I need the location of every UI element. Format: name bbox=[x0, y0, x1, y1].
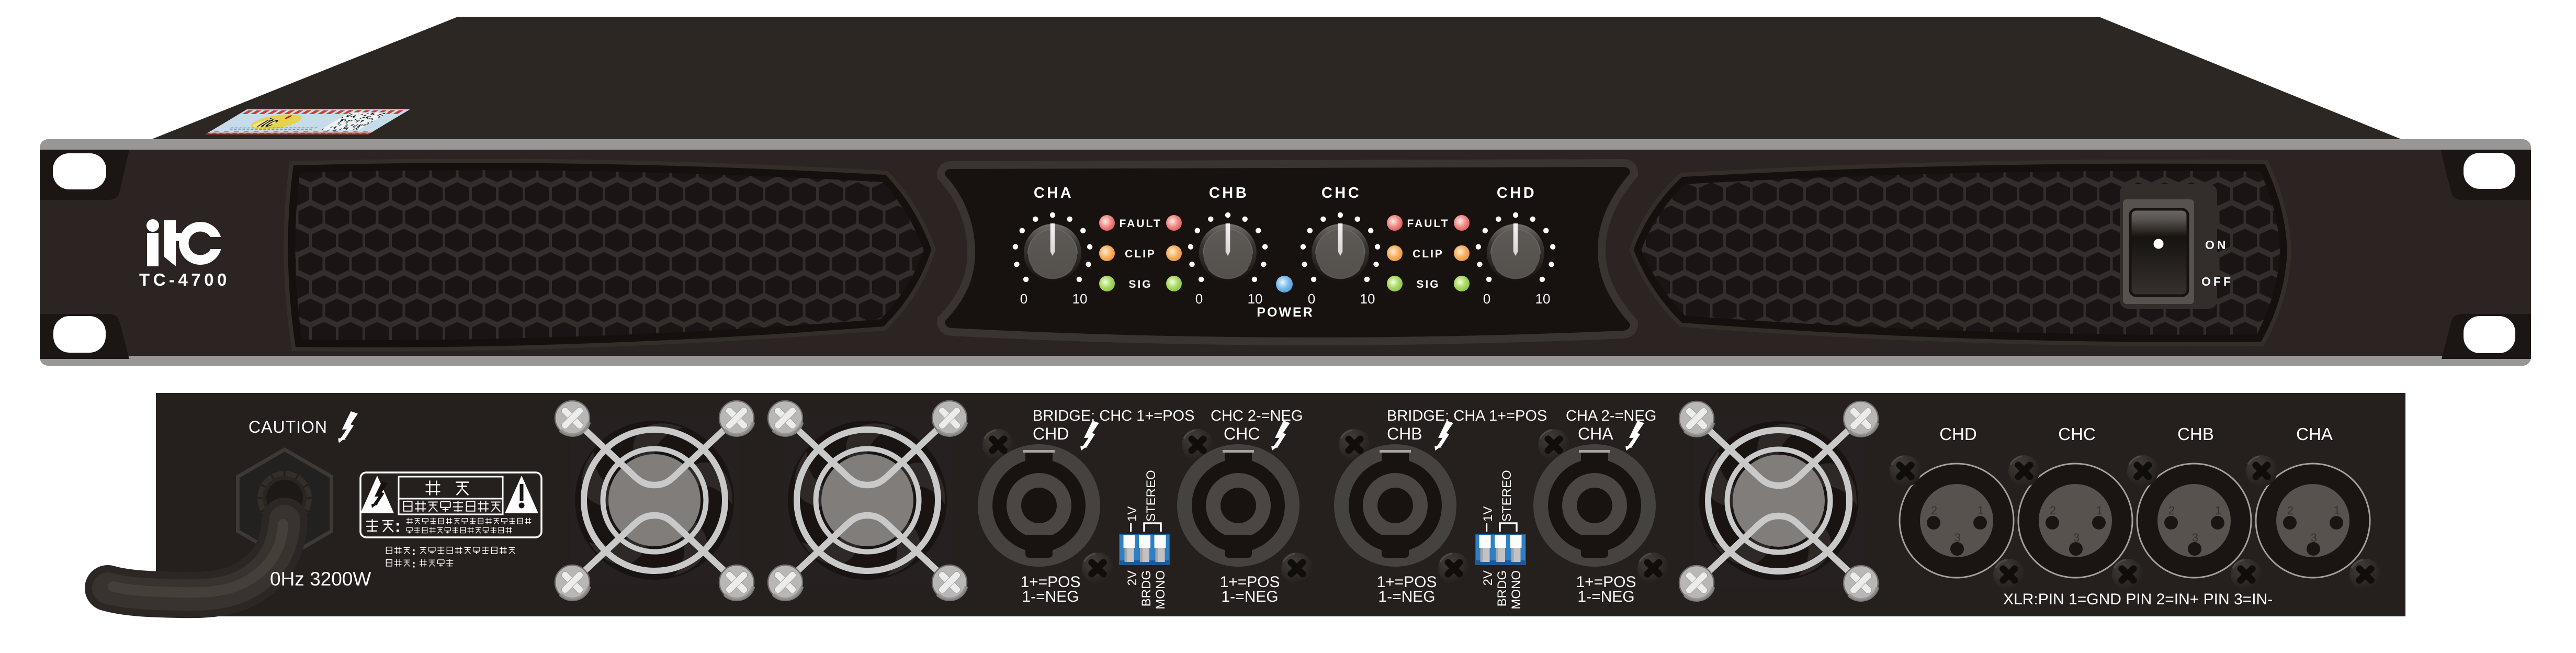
svg-text:CHC: CHC bbox=[1224, 424, 1260, 443]
svg-text:10: 10 bbox=[1535, 291, 1551, 307]
svg-text:TC-4700: TC-4700 bbox=[139, 270, 230, 289]
svg-text:STEREO: STEREO bbox=[1144, 470, 1158, 522]
svg-text:BRIDGE: CHC 1+=POS: BRIDGE: CHC 1+=POS bbox=[1033, 408, 1194, 424]
svg-text:1-=NEG: 1-=NEG bbox=[1378, 588, 1435, 605]
svg-text:STEREO: STEREO bbox=[1500, 470, 1514, 522]
svg-text:CHA: CHA bbox=[2296, 424, 2333, 444]
svg-text:SIG: SIG bbox=[1416, 278, 1440, 290]
svg-text:3: 3 bbox=[2311, 531, 2317, 544]
svg-text:1: 1 bbox=[2334, 504, 2340, 517]
svg-text:10: 10 bbox=[1360, 291, 1375, 307]
svg-text:MONO: MONO bbox=[1509, 570, 1523, 610]
svg-text:1+=POS: 1+=POS bbox=[1376, 573, 1437, 591]
svg-text:1-=NEG: 1-=NEG bbox=[1577, 588, 1634, 605]
svg-text:CHC: CHC bbox=[2058, 424, 2096, 444]
svg-text:CHC: CHC bbox=[1321, 185, 1361, 201]
svg-text:2: 2 bbox=[1931, 504, 1937, 517]
svg-text:CHC 2-=NEG: CHC 2-=NEG bbox=[1211, 408, 1303, 424]
svg-text:OFF: OFF bbox=[2201, 275, 2233, 288]
svg-text:CHB: CHB bbox=[1387, 424, 1422, 443]
svg-text:CHB: CHB bbox=[1209, 185, 1249, 201]
svg-text:3: 3 bbox=[1954, 531, 1961, 544]
svg-text:BRDG: BRDG bbox=[1495, 570, 1509, 606]
svg-text:CHA: CHA bbox=[1578, 424, 1613, 443]
svg-text:2: 2 bbox=[2050, 504, 2056, 517]
svg-text:2V: 2V bbox=[1481, 570, 1495, 586]
svg-text:CLIP: CLIP bbox=[1125, 248, 1156, 260]
svg-text:FAULT: FAULT bbox=[1119, 218, 1161, 230]
svg-text:1: 1 bbox=[2215, 504, 2221, 517]
svg-text:ON: ON bbox=[2205, 238, 2229, 252]
svg-text:1-=NEG: 1-=NEG bbox=[1022, 588, 1079, 605]
svg-text:1+=POS: 1+=POS bbox=[1219, 573, 1280, 591]
svg-text:CHB: CHB bbox=[2177, 424, 2214, 444]
svg-text:3: 3 bbox=[2073, 531, 2080, 544]
svg-text:CHD: CHD bbox=[1033, 424, 1069, 443]
svg-text:0: 0 bbox=[1483, 291, 1490, 307]
svg-text:CHA 2-=NEG: CHA 2-=NEG bbox=[1566, 408, 1656, 424]
svg-text:1-=NEG: 1-=NEG bbox=[1221, 588, 1278, 605]
svg-text:MONO: MONO bbox=[1154, 570, 1168, 610]
svg-text:0: 0 bbox=[1020, 291, 1027, 307]
svg-text:BRDG: BRDG bbox=[1139, 570, 1154, 606]
svg-text:10: 10 bbox=[1248, 291, 1263, 307]
svg-text:POWER: POWER bbox=[1257, 305, 1314, 320]
svg-text:SIG: SIG bbox=[1128, 278, 1152, 290]
svg-text:0: 0 bbox=[1195, 291, 1203, 307]
svg-text:CHA: CHA bbox=[1034, 185, 1074, 201]
svg-text:CHD: CHD bbox=[1497, 185, 1536, 201]
svg-text:2: 2 bbox=[2168, 504, 2175, 517]
svg-text:0: 0 bbox=[1308, 291, 1315, 307]
svg-text:CAUTION: CAUTION bbox=[248, 418, 327, 436]
svg-text:10: 10 bbox=[1072, 291, 1088, 307]
svg-text:1: 1 bbox=[2096, 504, 2103, 517]
svg-text:2V: 2V bbox=[1125, 570, 1139, 586]
svg-text:1V: 1V bbox=[1125, 506, 1139, 522]
svg-text:1: 1 bbox=[1978, 504, 1984, 517]
svg-text:CLIP: CLIP bbox=[1413, 248, 1444, 260]
svg-text:BRIDGE: CHA 1+=POS: BRIDGE: CHA 1+=POS bbox=[1387, 408, 1547, 424]
svg-text:1+=POS: 1+=POS bbox=[1576, 573, 1636, 591]
svg-text:3: 3 bbox=[2192, 531, 2198, 544]
svg-text:1+=POS: 1+=POS bbox=[1020, 573, 1080, 591]
svg-text:1V: 1V bbox=[1481, 506, 1495, 522]
svg-text:CHD: CHD bbox=[1939, 424, 1977, 444]
svg-text:XLR:PIN 1=GND PIN 2=IN+ PIN 3=: XLR:PIN 1=GND PIN 2=IN+ PIN 3=IN- bbox=[2003, 591, 2273, 608]
svg-text:0Hz 3200W: 0Hz 3200W bbox=[270, 568, 371, 590]
svg-text:FAULT: FAULT bbox=[1407, 218, 1449, 230]
svg-text:2: 2 bbox=[2287, 504, 2293, 517]
